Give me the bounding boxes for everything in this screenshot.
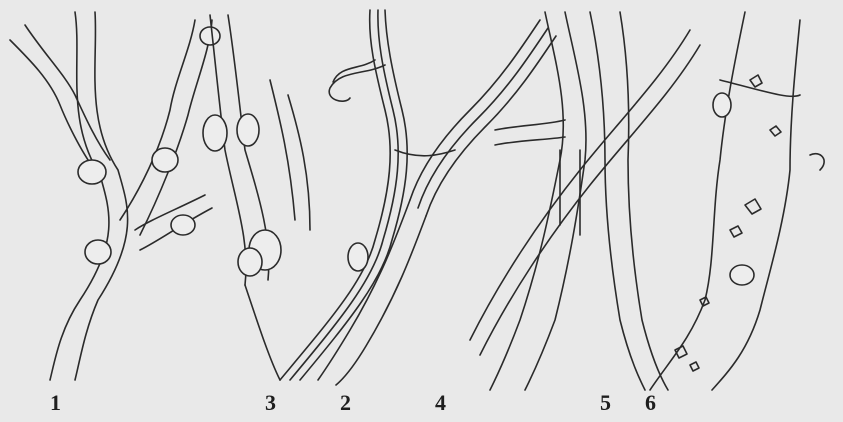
panel-6-drawing bbox=[650, 12, 824, 390]
panel-label-1: 1 bbox=[50, 390, 61, 416]
panel-2-drawing bbox=[280, 10, 455, 380]
panel-4-drawing bbox=[318, 20, 556, 385]
panel-label-3: 3 bbox=[265, 390, 276, 416]
panel-label-6: 6 bbox=[645, 390, 656, 416]
panel-5-drawing bbox=[470, 12, 700, 390]
panel-label-5: 5 bbox=[600, 390, 611, 416]
panel-label-2: 2 bbox=[340, 390, 351, 416]
panel-3-drawing bbox=[203, 15, 310, 380]
panel-label-4: 4 bbox=[435, 390, 446, 416]
panel-1-drawing bbox=[10, 12, 220, 380]
